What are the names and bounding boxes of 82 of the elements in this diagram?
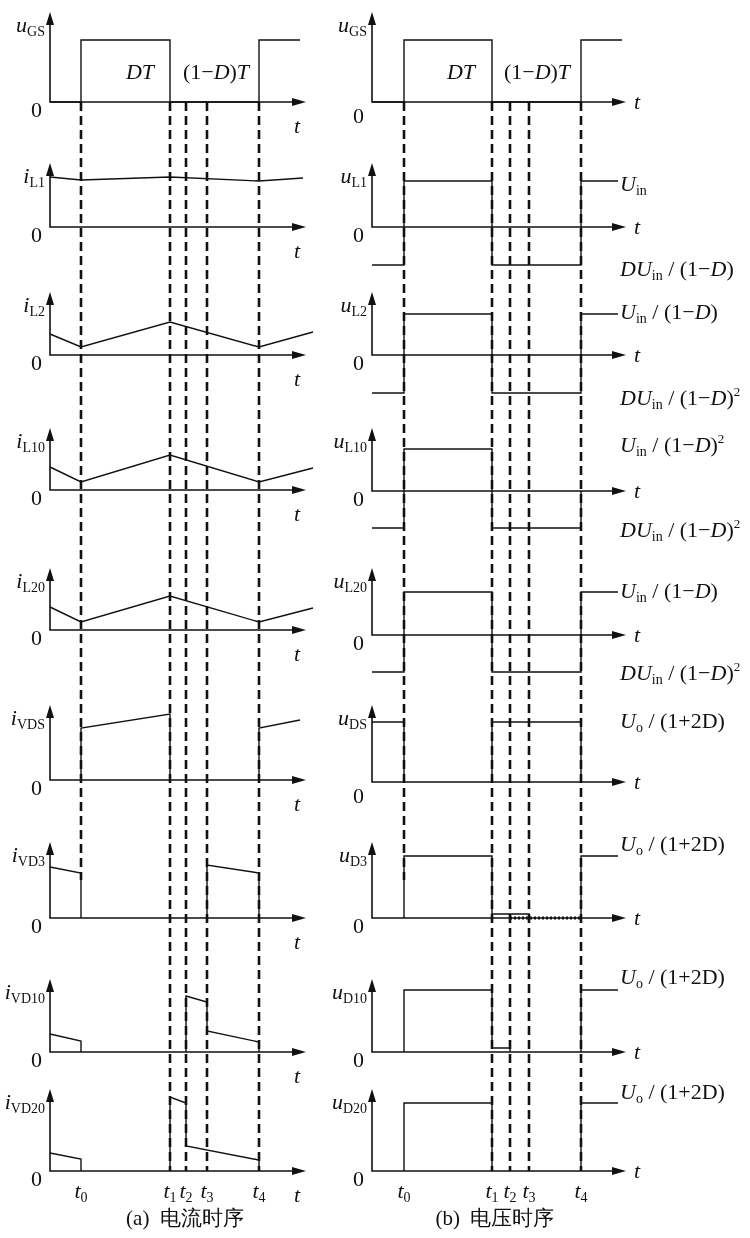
origin-label: 0 (353, 915, 364, 937)
axis-label: i$_{VD10}$ (4, 980, 45, 1006)
origin-label: 0 (31, 99, 42, 121)
axis-label: t (293, 931, 301, 953)
value-label: U$_{o}$ / (1+2D) (620, 965, 725, 991)
axis-label: t (293, 240, 301, 262)
origin-label: 0 (353, 224, 364, 246)
axis-label: i$_{VD20}$ (4, 1090, 45, 1116)
axis-label: t (634, 907, 641, 929)
value-label: U$_{in}$ / (1−D)$^{2}$ (620, 431, 725, 459)
axis-label: u$_{L10}$ (333, 429, 367, 455)
axis-label: u$_{D20}$ (331, 1090, 367, 1116)
origin-label: 0 (353, 785, 364, 807)
origin-label: 0 (353, 632, 364, 654)
time-label: t$_{1}$ (485, 1179, 499, 1205)
value-label: DU$_{in}$ / (1−D) (620, 257, 734, 283)
axis-label: i$_{VD3}$ (11, 843, 45, 869)
caption: (b) 电压时序 (435, 1207, 555, 1229)
time-label: t$_{4}$ (252, 1179, 266, 1205)
axis-label: u$_{L1}$ (340, 164, 367, 190)
origin-label: 0 (353, 352, 364, 374)
time-label: t$_{1}$ (163, 1179, 177, 1205)
value-label: DU$_{in}$ / (1−D)$^{2}$ (620, 516, 741, 544)
axis-label: t (634, 624, 641, 646)
axis-label: u$_{GS}$ (16, 13, 45, 39)
origin-label: 0 (353, 488, 364, 510)
origin-label: 0 (31, 352, 42, 374)
origin-label: 0 (31, 224, 42, 246)
axis-label: t (293, 115, 301, 137)
interval-label: DT (125, 61, 155, 83)
axis-label: u$_{D3}$ (338, 843, 367, 869)
value-label: U$_{o}$ / (1+2D) (620, 832, 725, 858)
axis-label: u$_{L2}$ (340, 293, 367, 319)
origin-label: 0 (353, 105, 364, 127)
origin-label: 0 (31, 1049, 42, 1071)
value-label: U$_{o}$ / (1+2D) (620, 709, 725, 735)
value-label: U$_{in}$ / (1−D) (620, 300, 718, 326)
axis-label: i$_{VDS}$ (10, 706, 45, 732)
axis-label: t (634, 1041, 641, 1063)
axis-label: t (634, 216, 641, 238)
axis-label: u$_{L20}$ (333, 569, 367, 595)
time-label: t$_{0}$ (397, 1179, 411, 1205)
axis-label: u$_{GS}$ (338, 13, 367, 39)
interval-label: (1−D)T (182, 61, 250, 83)
axis-label: t (634, 480, 641, 502)
interval-label: DT (446, 61, 476, 83)
axis-label: t (634, 1160, 641, 1182)
origin-label: 0 (353, 1049, 364, 1071)
axis-label: i$_{L1}$ (23, 164, 45, 190)
axis-label: i$_{L2}$ (23, 293, 45, 319)
time-label: t$_{3}$ (200, 1179, 214, 1205)
value-label: DU$_{in}$ / (1−D)$^{2}$ (620, 384, 741, 412)
axis-label: t (293, 368, 301, 390)
axis-label: t (293, 503, 301, 525)
time-label: t$_{0}$ (74, 1179, 88, 1205)
axis-label: t (293, 1065, 301, 1087)
axis-label: t (634, 91, 641, 113)
origin-label: 0 (31, 1168, 42, 1190)
time-label: t$_{2}$ (179, 1179, 193, 1205)
interval-label: (1−D)T (503, 61, 571, 83)
value-label: DU$_{in}$ / (1−D)$^{2}$ (620, 659, 741, 687)
axis-label: t (293, 1184, 301, 1206)
time-label: t$_{3}$ (522, 1179, 536, 1205)
value-label: U$_{o}$ / (1+2D) (620, 1080, 725, 1106)
origin-label: 0 (31, 777, 42, 799)
value-label: U$_{in}$ (620, 172, 647, 198)
time-label: t$_{4}$ (574, 1179, 588, 1205)
origin-label: 0 (353, 1168, 364, 1190)
origin-label: 0 (31, 627, 42, 649)
axis-label: t (634, 344, 641, 366)
axis-label: i$_{L20}$ (16, 569, 45, 595)
axis-label: t (634, 771, 641, 793)
axis-label: i$_{L10}$ (16, 429, 45, 455)
axis-label: u$_{D10}$ (331, 980, 367, 1006)
time-label: t$_{2}$ (503, 1179, 517, 1205)
origin-label: 0 (31, 487, 42, 509)
value-label: U$_{in}$ / (1−D) (620, 579, 718, 605)
caption: (a) 电流时序 (126, 1207, 244, 1229)
axis-label: u$_{DS}$ (338, 706, 367, 732)
axis-label: t (293, 643, 301, 665)
origin-label: 0 (31, 915, 42, 937)
axis-label: t (293, 793, 301, 815)
